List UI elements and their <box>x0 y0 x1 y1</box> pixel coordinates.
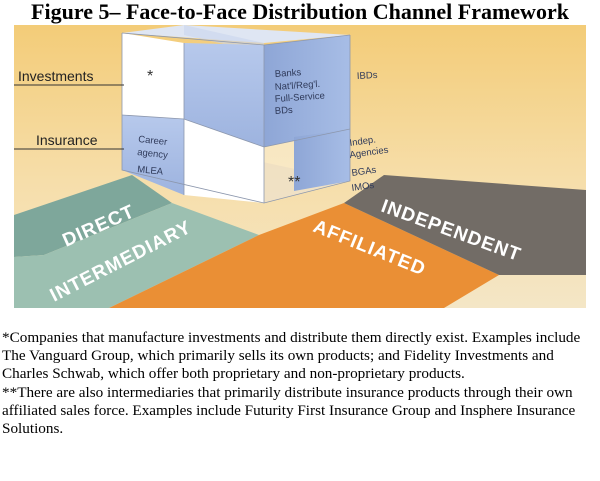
affiliated-band <box>109 203 499 308</box>
independent-insurance-line-2: Agencies <box>349 145 389 161</box>
independent-insurance-line-1: Indep. <box>349 134 377 149</box>
footnotes: *Companies that manufacture investments … <box>2 329 596 438</box>
intermediary-band <box>14 203 259 308</box>
independent-investments-cell <box>264 35 350 147</box>
direct-investments-text: * <box>147 68 153 85</box>
direct-band <box>14 175 172 257</box>
independent-insurance-line-3: BGAs <box>351 165 377 179</box>
direct-insurance-cell <box>122 115 184 195</box>
channel-framework-diagram: Investments Insurance * Banks Nat'l/Reg'… <box>14 25 586 308</box>
footnote-single-asterisk: *Companies that manufacture investments … <box>2 329 581 383</box>
intermediary-investments-line-3: Full-Service <box>274 91 325 105</box>
direct-insurance-line-2: agency <box>137 147 169 161</box>
cube-outline <box>121 32 351 204</box>
intermediary-investments-cell <box>184 43 264 147</box>
investments-label: Investments <box>18 68 93 84</box>
independent-insurance-line-4: IMOs <box>351 180 375 194</box>
direct-investments-cell <box>122 33 184 119</box>
insurance-label: Insurance <box>36 132 98 148</box>
intermediary-investments-line-4: BDs <box>274 105 293 117</box>
intermediary-investments-line-2: Nat'l/Reg'l. <box>274 79 320 93</box>
independent-investments-text: IBDs <box>357 70 378 82</box>
independent-insurance-cell <box>294 129 350 191</box>
direct-insurance-line-1: Career <box>138 134 168 148</box>
cube-top <box>122 25 350 43</box>
figure-title: Figure 5– Face-to-Face Distribution Chan… <box>31 0 569 24</box>
footnote-double-asterisk: **There are also intermediaries that pri… <box>2 383 576 438</box>
direct-insurance-line-3: MLEA <box>137 164 165 178</box>
intermediary-investments-line-1: Banks <box>274 67 301 80</box>
affiliated-insurance-text: ** <box>288 174 300 191</box>
independent-band <box>344 175 586 275</box>
